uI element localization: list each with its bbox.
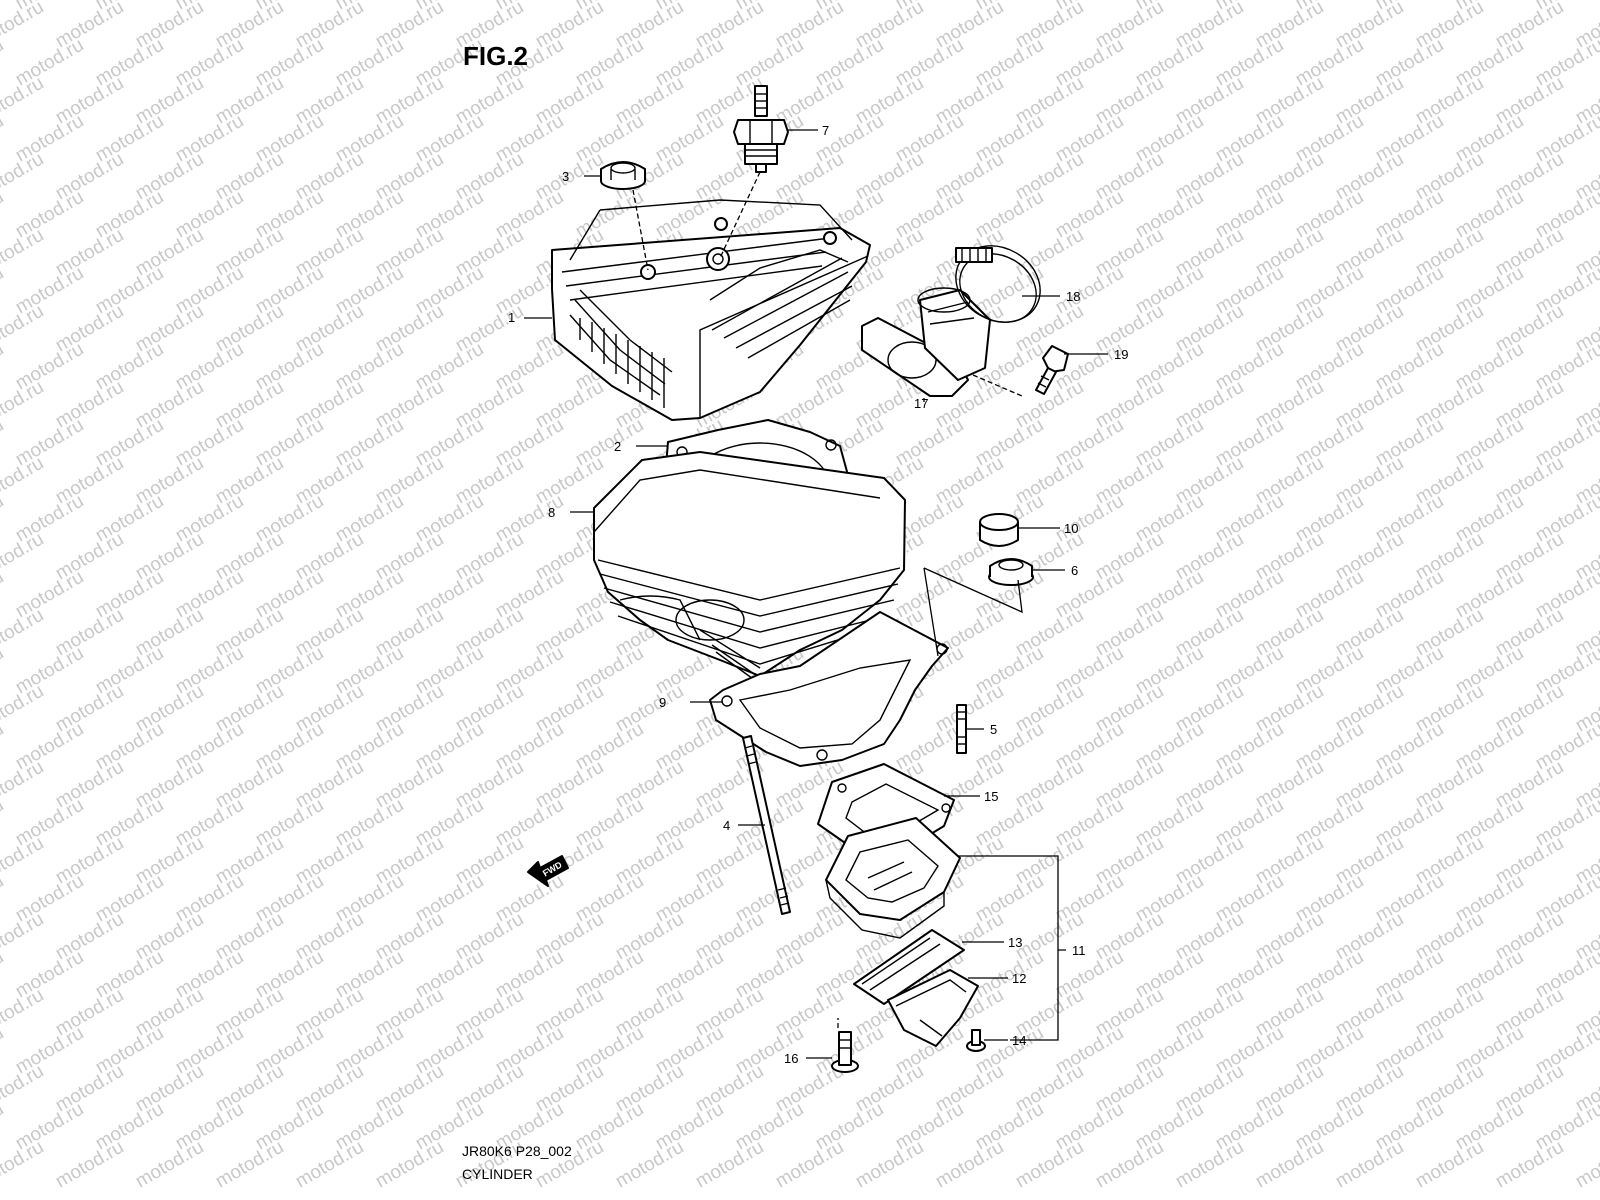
part-long-stud[interactable]	[742, 735, 791, 915]
callout-5: 5	[990, 722, 997, 737]
figure-caption: CYLINDER	[462, 1166, 533, 1182]
callout-6: 6	[1071, 563, 1078, 578]
callout-11: 11	[1072, 943, 1086, 958]
part-flange-nut[interactable]	[988, 558, 1034, 586]
part-cylinder-head[interactable]	[551, 199, 871, 421]
callout-14: 14	[1012, 1033, 1026, 1048]
callout-9: 9	[659, 695, 666, 710]
part-hose-clamp[interactable]	[942, 231, 1054, 337]
part-short-stud[interactable]	[956, 704, 967, 754]
part-cap[interactable]	[979, 513, 1019, 547]
part-stopper-plate[interactable]	[887, 969, 979, 1047]
callout-12: 12	[1012, 971, 1026, 986]
callout-19: 19	[1114, 347, 1128, 362]
leader-lines	[524, 129, 1108, 1059]
callout-10: 10	[1064, 521, 1078, 536]
callout-numbers: 1 2 3 4 5 6 7 8 9 10 11 12 13 14 15 16 1…	[508, 123, 1128, 1066]
callout-13: 13	[1008, 935, 1022, 950]
callout-3: 3	[562, 169, 569, 184]
part-reed-plate[interactable]	[853, 929, 965, 1005]
callout-1: 1	[508, 310, 515, 325]
part-reed-valve-assembly[interactable]	[825, 817, 961, 939]
part-cylinder[interactable]	[593, 451, 906, 685]
callout-4: 4	[723, 818, 730, 833]
reference-code: JR80K6 P28_002	[462, 1143, 572, 1159]
callout-7: 7	[822, 123, 829, 138]
part-small-screw[interactable]	[966, 1029, 986, 1052]
part-bolt[interactable]	[1035, 345, 1069, 395]
part-base-gasket[interactable]	[709, 611, 949, 767]
callout-17: 17	[914, 396, 928, 411]
figure-title: FIG.2	[463, 41, 529, 71]
callout-16: 16	[784, 1051, 798, 1066]
callout-8: 8	[548, 505, 555, 520]
callout-15: 15	[984, 789, 998, 804]
part-cap-nut[interactable]	[600, 161, 646, 190]
part-intake-pipe[interactable]	[861, 287, 991, 397]
callout-2: 2	[614, 439, 621, 454]
part-spark-plug[interactable]	[733, 85, 789, 173]
part-flange-screw[interactable]	[831, 1031, 859, 1073]
fwd-direction-marker: FWD	[527, 855, 569, 887]
callout-18: 18	[1066, 289, 1080, 304]
